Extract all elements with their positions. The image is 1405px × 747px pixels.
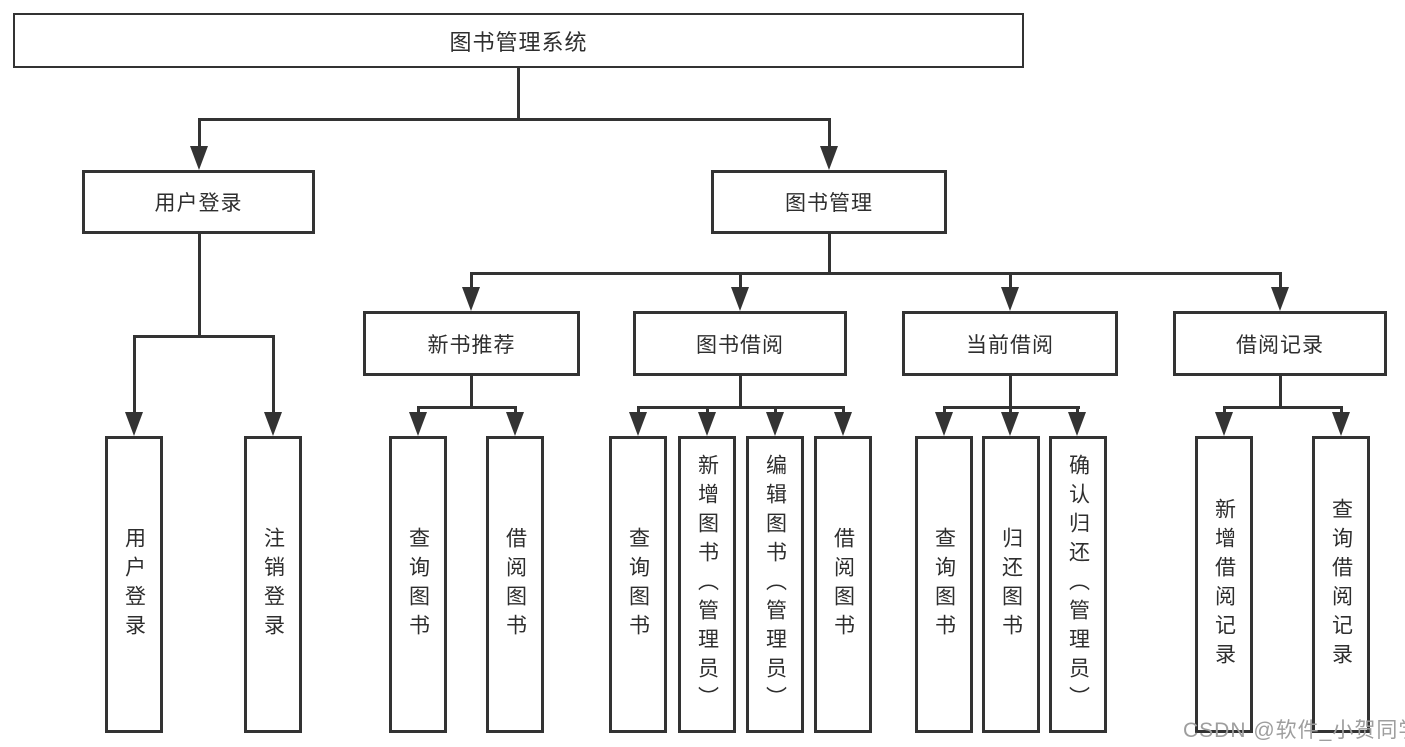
arrowhead-leaf-add-book <box>698 412 716 436</box>
edge-to-leaf-logout <box>272 335 275 413</box>
leaf-query-books-current-label: 查询图书 <box>932 526 956 643</box>
leaf-query-borrow-record: 查询借阅记录 <box>1312 436 1370 733</box>
leaf-confirm-return-admin-label: 确认归还（管理员） <box>1066 454 1090 715</box>
arrowhead-book-borrow <box>731 287 749 311</box>
leaf-query-books-recommend: 查询图书 <box>389 436 447 733</box>
edge-new-book-crossbar <box>417 406 517 409</box>
arrowhead-leaf-borrow-books-2 <box>834 412 852 436</box>
edge-current-borrow-stem <box>1009 376 1012 406</box>
csdn-watermark: CSDN @软件_小贺同学 <box>1183 719 1405 742</box>
edge-to-book-borrow <box>739 272 742 288</box>
leaf-user-login-label: 用户登录 <box>122 526 146 643</box>
edge-book-management-crossbar <box>470 272 1282 275</box>
leaf-logout-label: 注销登录 <box>261 526 285 643</box>
edge-book-borrow-crossbar <box>637 406 845 409</box>
edge-to-leaf-return-books <box>1009 406 1012 414</box>
edge-book-borrow-stem <box>739 376 742 406</box>
arrowhead-book-management <box>820 146 838 170</box>
edge-to-leaf-query-books-2 <box>637 406 640 414</box>
arrowhead-current-borrow <box>1001 287 1019 311</box>
node-book-management: 图书管理 <box>711 170 947 234</box>
edge-new-book-stem <box>470 376 473 406</box>
leaf-edit-book-admin-label: 编辑图书（管理员） <box>763 454 787 715</box>
edge-to-leaf-query-books-1 <box>417 406 420 414</box>
edge-to-borrow-records <box>1279 272 1282 288</box>
leaf-borrow-books-recommend: 借阅图书 <box>486 436 544 733</box>
arrowhead-leaf-query-record <box>1332 412 1350 436</box>
edge-to-leaf-add-book <box>706 406 709 414</box>
edge-borrow-records-stem <box>1279 376 1282 406</box>
node-current-borrow: 当前借阅 <box>902 311 1118 376</box>
edge-user-login-stem <box>198 234 201 335</box>
node-library-management-system: 图书管理系统 <box>13 13 1024 68</box>
edge-to-user-login <box>198 118 201 148</box>
leaf-query-books-borrow-label: 查询图书 <box>626 526 650 643</box>
leaf-query-books-current: 查询图书 <box>915 436 973 733</box>
leaf-add-borrow-record-label: 新增借阅记录 <box>1212 497 1236 672</box>
edge-user-login-crossbar <box>133 335 275 338</box>
arrowhead-leaf-edit-book <box>766 412 784 436</box>
node-user-login: 用户登录 <box>82 170 315 234</box>
edge-borrow-records-crossbar <box>1223 406 1343 409</box>
leaf-edit-book-admin: 编辑图书（管理员） <box>746 436 804 733</box>
edge-root-crossbar <box>198 118 831 121</box>
leaf-return-books-label: 归还图书 <box>999 526 1023 643</box>
arrowhead-borrow-records <box>1271 287 1289 311</box>
leaf-confirm-return-admin: 确认归还（管理员） <box>1049 436 1107 733</box>
leaf-return-books: 归还图书 <box>982 436 1040 733</box>
leaf-add-book-admin: 新增图书（管理员） <box>678 436 736 733</box>
edge-to-leaf-query-books-3 <box>943 406 946 414</box>
edge-to-current-borrow <box>1009 272 1012 288</box>
arrowhead-user-login <box>190 146 208 170</box>
edge-to-leaf-borrow-books-2 <box>842 406 845 414</box>
edge-to-leaf-edit-book <box>774 406 777 414</box>
edge-root-stem <box>517 68 520 118</box>
leaf-query-books-recommend-label: 查询图书 <box>406 526 430 643</box>
arrowhead-leaf-query-books-1 <box>409 412 427 436</box>
arrowhead-new-book-recommend <box>462 287 480 311</box>
leaf-query-borrow-record-label: 查询借阅记录 <box>1329 497 1353 672</box>
node-new-book-recommend: 新书推荐 <box>363 311 580 376</box>
edge-book-management-stem <box>828 234 831 272</box>
arrowhead-leaf-return-books <box>1001 412 1019 436</box>
arrowhead-leaf-query-books-3 <box>935 412 953 436</box>
leaf-user-login: 用户登录 <box>105 436 163 733</box>
leaf-logout: 注销登录 <box>244 436 302 733</box>
edge-to-leaf-login <box>133 335 136 413</box>
edge-to-new-book-recommend <box>470 272 473 288</box>
arrowhead-leaf-borrow-books-1 <box>506 412 524 436</box>
arrowhead-leaf-login <box>125 412 143 436</box>
edge-to-book-management <box>828 118 831 148</box>
arrowhead-leaf-query-books-2 <box>629 412 647 436</box>
edge-to-leaf-add-record <box>1223 406 1226 414</box>
edge-to-leaf-confirm-return <box>1076 406 1079 414</box>
arrowhead-leaf-add-record <box>1215 412 1233 436</box>
node-borrow-records: 借阅记录 <box>1173 311 1387 376</box>
edge-to-leaf-borrow-books-1 <box>514 406 517 414</box>
leaf-add-borrow-record: 新增借阅记录 <box>1195 436 1253 733</box>
leaf-borrow-books-borrow-label: 借阅图书 <box>831 526 855 643</box>
leaf-borrow-books-borrow: 借阅图书 <box>814 436 872 733</box>
arrowhead-leaf-logout <box>264 412 282 436</box>
leaf-query-books-borrow: 查询图书 <box>609 436 667 733</box>
edge-to-leaf-query-record <box>1340 406 1343 414</box>
leaf-add-book-admin-label: 新增图书（管理员） <box>695 454 719 715</box>
node-book-borrow: 图书借阅 <box>633 311 847 376</box>
leaf-borrow-books-recommend-label: 借阅图书 <box>503 526 527 643</box>
arrowhead-leaf-confirm-return <box>1068 412 1086 436</box>
